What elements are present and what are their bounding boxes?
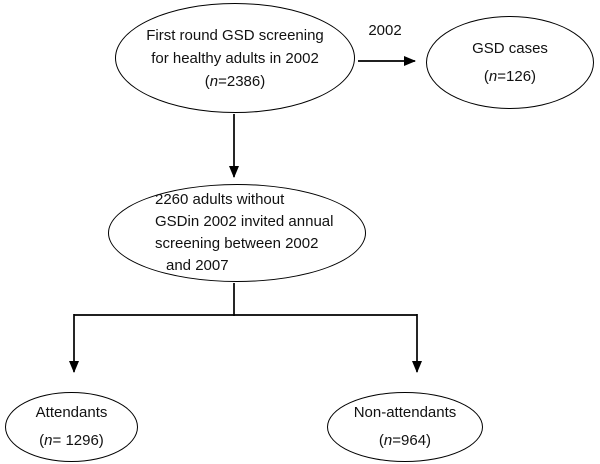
node-text-line: for healthy adults in 2002 [151, 49, 319, 67]
node-count: (n= 1296) [39, 427, 104, 455]
node-text-line: 2260 adults without [155, 191, 285, 208]
node-text-line: screening between 2002 [155, 235, 319, 252]
node-non-attendants: Non-attendants (n=964) [327, 392, 483, 462]
count-n-variable: n [44, 432, 53, 449]
node-count: (n=964) [379, 427, 431, 455]
node-text-line: First round GSD screening [146, 26, 324, 44]
node-attendants: Attendants (n= 1296) [5, 392, 138, 462]
node-text-line: GSDin 2002 invited annual [155, 213, 334, 230]
count-open: ( [204, 72, 210, 90]
node-text-line: Attendants [35, 404, 108, 421]
count-open: ( [483, 67, 489, 85]
node-count: (n=126) [484, 63, 536, 91]
count-open: ( [39, 432, 45, 449]
node-first-round-screening: First round GSD screening for healthy ad… [115, 3, 355, 113]
count-n-variable: n [383, 432, 393, 449]
node-invited-annual-screening: 2260 adults without GSDin 2002 invited a… [108, 184, 366, 282]
edge-label-year: 2002 [368, 22, 402, 39]
node-text-line: Non-attendants [353, 404, 457, 421]
count-n-variable: n [209, 72, 219, 90]
count-value: =2386) [218, 72, 266, 90]
node-gsd-cases: GSD cases (n=126) [426, 16, 594, 109]
count-value: = 1296) [52, 432, 104, 449]
node-count: (n=2386) [205, 70, 265, 93]
node-text-line: GSD cases [472, 39, 548, 57]
count-n-variable: n [488, 67, 498, 85]
node-text-line: and 2007 [166, 257, 229, 274]
count-value: =126) [497, 67, 537, 85]
count-open: ( [378, 432, 384, 449]
count-value: =964) [392, 432, 432, 449]
